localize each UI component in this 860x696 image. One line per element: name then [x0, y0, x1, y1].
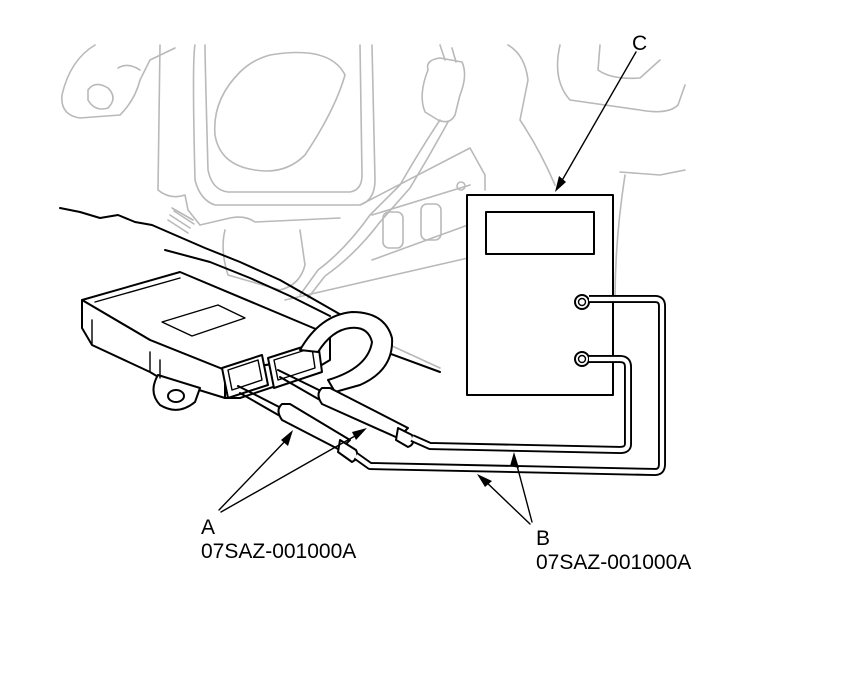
callout-c-letter: C	[632, 32, 647, 55]
callout-a-letter: A	[201, 516, 215, 539]
callout-b-part-number: 07SAZ-001000A	[536, 551, 691, 574]
harness-loop	[299, 311, 394, 393]
meter-jack-lower	[574, 351, 590, 367]
meter-jack-upper	[574, 294, 590, 310]
vehicle-body-background	[61, 44, 686, 369]
test-lead-upper	[353, 295, 666, 476]
control-unit	[81, 271, 331, 411]
callout-b-letter: B	[536, 527, 550, 550]
test-lead-lower	[410, 355, 632, 454]
callout-a-part-number: 07SAZ-001000A	[201, 540, 356, 563]
multimeter	[466, 194, 614, 396]
meter-display	[485, 211, 595, 255]
leader-lines	[218, 51, 637, 525]
probe-a-upper	[277, 369, 415, 448]
